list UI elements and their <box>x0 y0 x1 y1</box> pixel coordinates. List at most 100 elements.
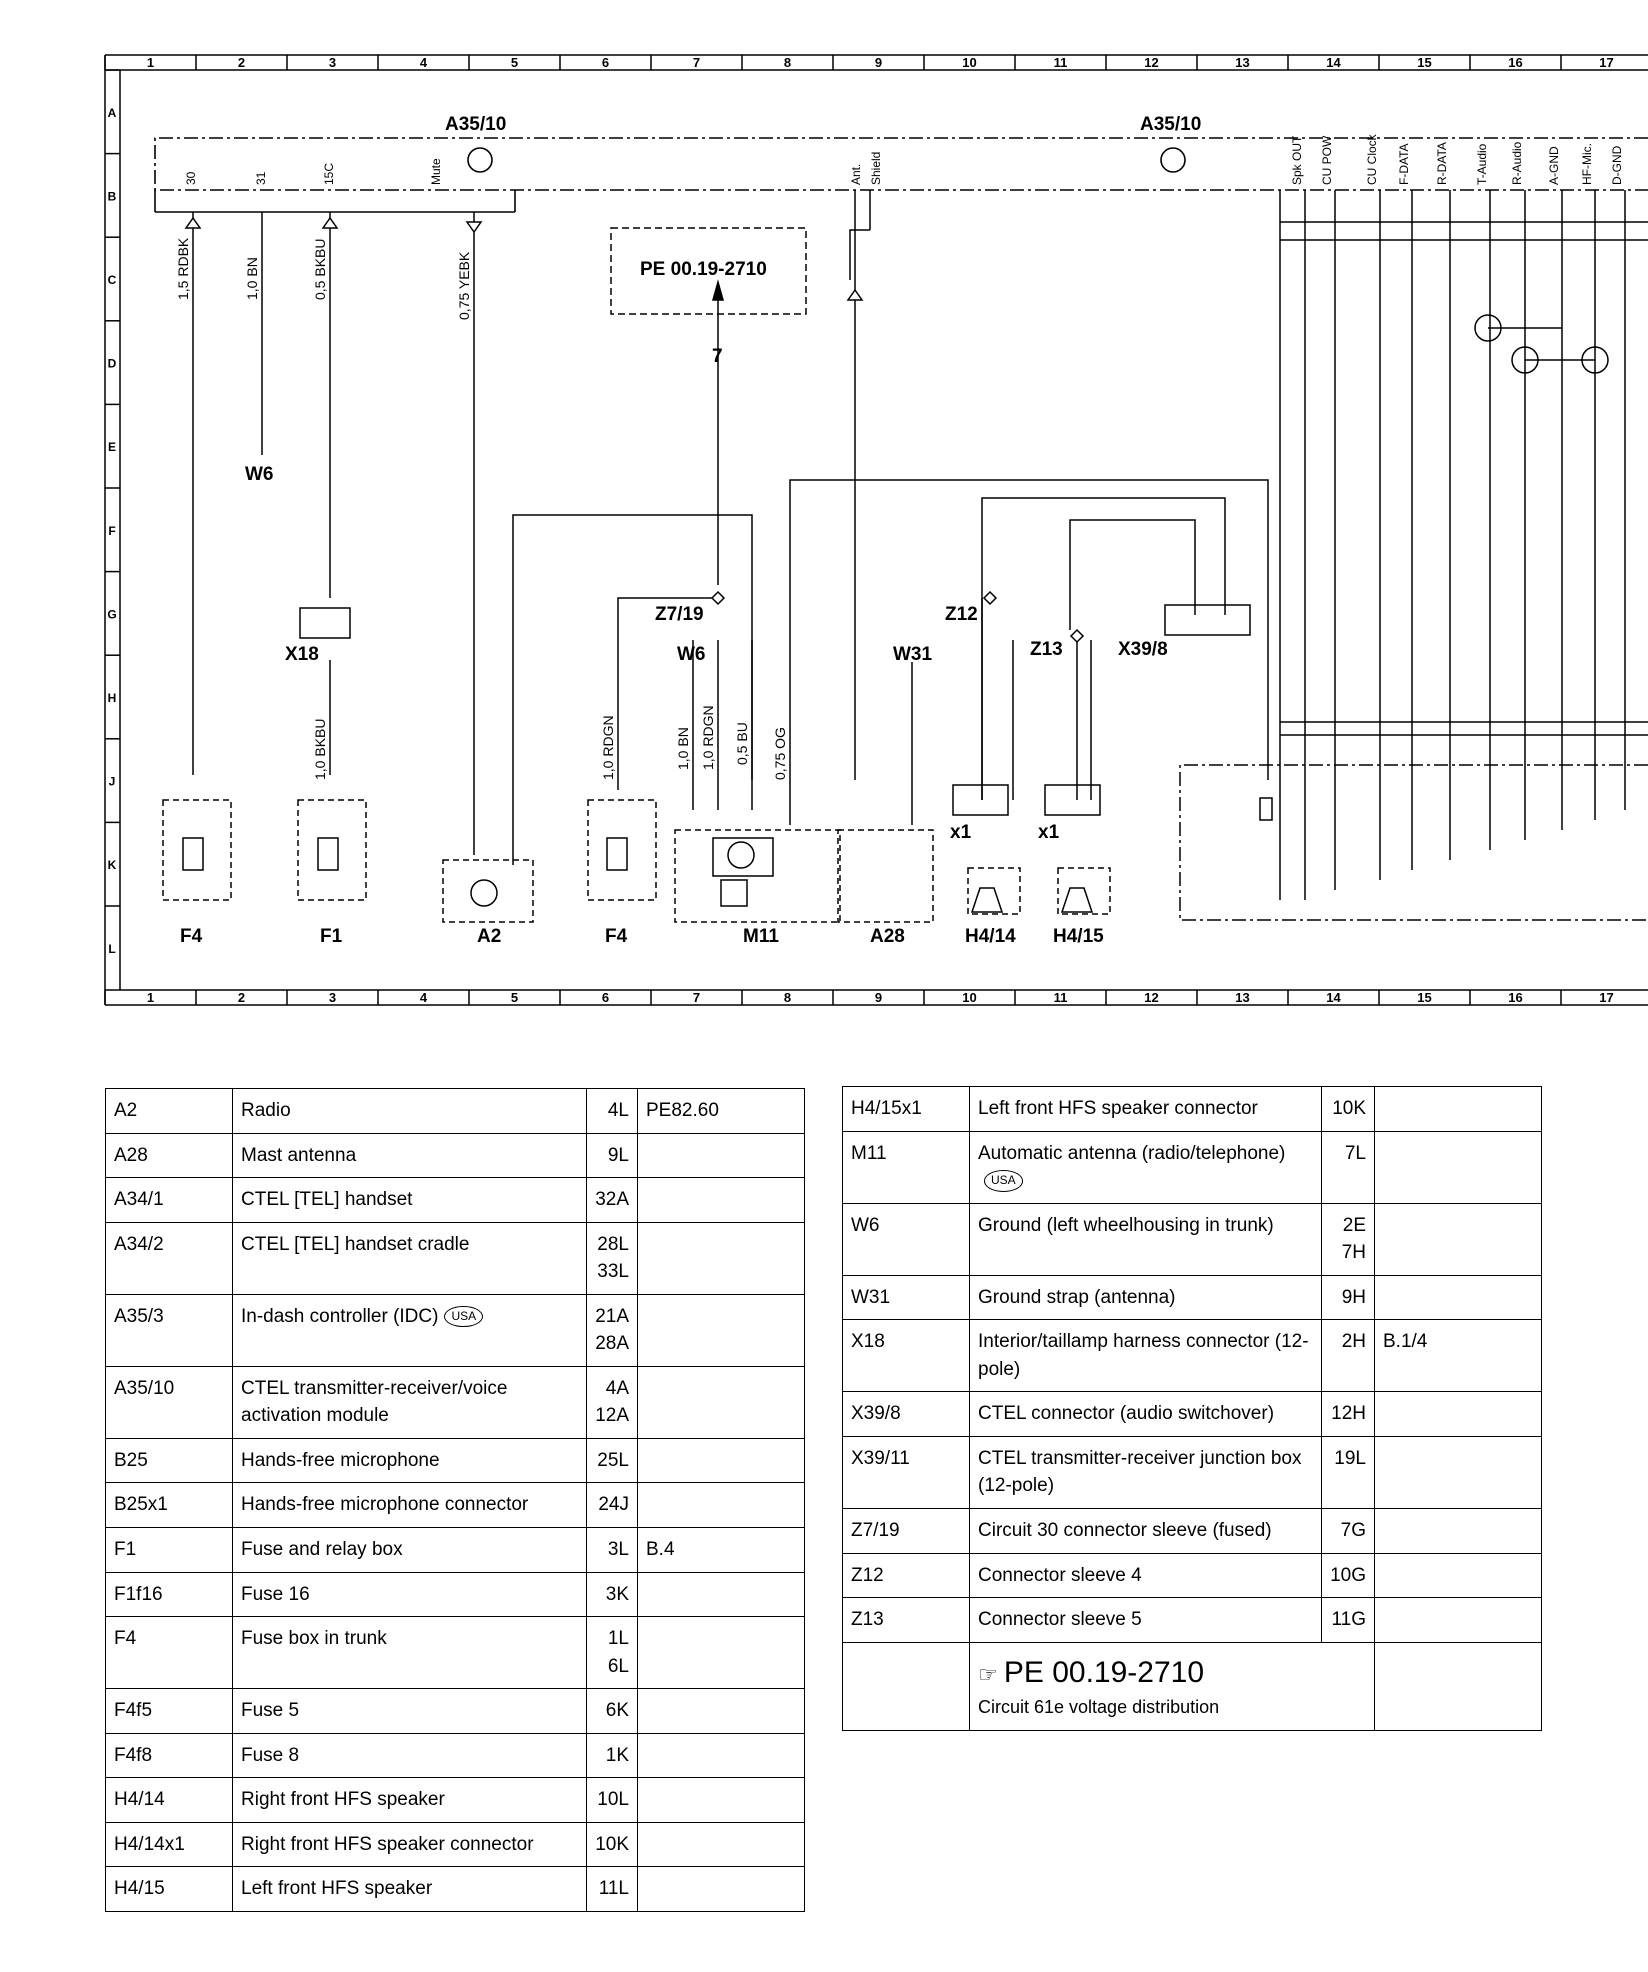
legend-ref <box>637 1616 805 1690</box>
legend-desc: Mast antenna <box>231 1132 588 1179</box>
legend-ref <box>637 1866 805 1912</box>
wire-code-label: 1,0 BN <box>244 257 260 300</box>
legend-desc: Right front HFS speaker connector <box>231 1821 588 1868</box>
legend-ref <box>637 1688 805 1734</box>
pe-ref-label: PE 00.19-2710 <box>640 259 767 280</box>
grid-row-label: G <box>107 607 116 621</box>
legend-desc: Radio <box>231 1088 588 1134</box>
wire-code-label: 1,0 BKBU <box>312 719 328 780</box>
legend-desc: CTEL [TEL] handset <box>231 1177 588 1223</box>
grid-col-label: 12 <box>1144 990 1158 1005</box>
wire-code-label: 1,0 RDGN <box>700 705 716 770</box>
legend-desc: Hands-free microphone <box>231 1437 588 1484</box>
grid-col-label: 16 <box>1508 55 1522 70</box>
legend-ref <box>637 1777 805 1823</box>
legend-loc: 11G <box>1321 1597 1375 1643</box>
legend-code: A34/2 <box>105 1221 233 1295</box>
grid-col-label: 5 <box>511 990 518 1005</box>
grid-col-label: 1 <box>147 990 154 1005</box>
grid-col-label: 1 <box>147 55 154 70</box>
legend-ref <box>1374 1597 1542 1643</box>
wire-code-label: 1,5 RDBK <box>175 237 191 300</box>
x398-label: X39/8 <box>1118 639 1168 660</box>
m11-label: M11 <box>743 926 779 947</box>
legend-ref <box>637 1293 805 1367</box>
grid-row-label: J <box>109 775 116 789</box>
legend-loc: 10G <box>1321 1552 1375 1599</box>
legend-loc: 7G <box>1321 1508 1375 1554</box>
legend-ref <box>637 1732 805 1779</box>
legend-desc: Interior/taillamp harness connector (12-… <box>968 1319 1323 1393</box>
module-pin-label: 15C <box>322 163 336 185</box>
legend-ref <box>637 1821 805 1868</box>
legend-desc: Fuse 5 <box>231 1688 588 1734</box>
module-pin-label: Shield <box>869 152 883 185</box>
legend-ref: B.4 <box>637 1527 805 1573</box>
legend-loc: 4L <box>586 1088 638 1134</box>
grid-row-label: A <box>108 106 117 120</box>
grid-col-label: 3 <box>329 55 336 70</box>
legend-loc: 7L <box>1321 1130 1375 1204</box>
legend-code: A35/3 <box>105 1293 233 1367</box>
legend-desc: CTEL transmitter-receiver junction box (… <box>968 1435 1323 1510</box>
legend-ref: PE82.60 <box>637 1088 805 1134</box>
w6-mid-label: W6 <box>677 644 706 665</box>
legend-loc: 24J <box>586 1482 638 1529</box>
legend-desc: Right front HFS speaker <box>231 1777 588 1823</box>
legend-code: B25 <box>105 1437 233 1484</box>
module-pin-label: HF-Mic. <box>1580 143 1594 185</box>
legend-loc: 32A <box>586 1177 638 1223</box>
legend-ref <box>1374 1202 1542 1276</box>
module-pin-label: Spk OUT <box>1290 135 1304 185</box>
legend-code: X39/8 <box>842 1391 970 1437</box>
grid-col-label: 17 <box>1599 990 1613 1005</box>
legend-code: W31 <box>842 1274 970 1321</box>
grid-col-label: 6 <box>602 55 609 70</box>
legend-desc: Left front HFS speaker connector <box>968 1086 1323 1132</box>
legend-code: Z7/19 <box>842 1508 970 1554</box>
legend-ref <box>637 1482 805 1529</box>
legend-desc: Circuit 30 connector sleeve (fused) <box>968 1508 1323 1554</box>
f4-mid-label: F4 <box>605 926 628 947</box>
grid-col-label: 6 <box>602 990 609 1005</box>
legend-desc: Ground (left wheelhousing in trunk) <box>968 1202 1323 1276</box>
legend-code: H4/14 <box>105 1777 233 1823</box>
grid-col-label: 11 <box>1054 55 1068 70</box>
module-pin-label: Mute <box>429 158 443 185</box>
wire-code-label: 0,75 YEBK <box>456 251 472 320</box>
f4-left-label: F4 <box>180 926 203 947</box>
legend-code: H4/15x1 <box>842 1086 970 1132</box>
grid-col-label: 15 <box>1417 990 1431 1005</box>
x1-a-label: x1 <box>950 822 972 843</box>
legend-desc: CTEL [TEL] handset cradle <box>231 1221 588 1295</box>
grid-col-label: 13 <box>1235 55 1249 70</box>
x18-label: X18 <box>285 644 319 665</box>
legend-ref <box>637 1437 805 1484</box>
legend-code: F4f8 <box>105 1732 233 1779</box>
legend-loc: 19L <box>1321 1435 1375 1510</box>
legend-ref <box>637 1221 805 1295</box>
h414-label: H4/14 <box>965 926 1016 947</box>
legend-code: A2 <box>105 1088 233 1134</box>
legend-ref <box>1374 1130 1542 1204</box>
grid-col-label: 2 <box>238 990 245 1005</box>
legend-code: X39/11 <box>842 1435 970 1510</box>
legend-desc: Fuse and relay box <box>231 1527 588 1573</box>
module-pin-label: 31 <box>254 171 268 185</box>
